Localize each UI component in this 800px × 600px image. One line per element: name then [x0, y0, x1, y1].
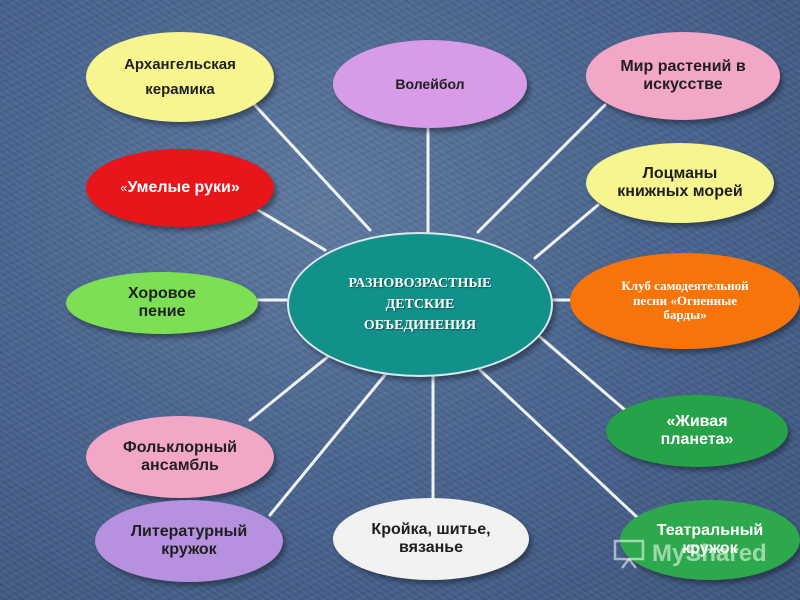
node-choir-singing: Хоровое пение [66, 272, 258, 334]
node-literary-circle: Литературный кружок [95, 500, 283, 582]
connector-skillful-hands [256, 208, 327, 252]
node-label-line2: песни «Огненные [632, 292, 738, 308]
node-label-line2: вязанье [399, 539, 463, 556]
node-label-line1: Хоровое [127, 284, 197, 302]
node-label-line2: кружок [161, 541, 217, 558]
node-label-line2: книжных морей [617, 183, 743, 200]
node-living-planet: «Живая планета» [606, 395, 788, 467]
node-label-line1: Архангельская [124, 55, 236, 73]
node-plants-in-art: Мир растений в искусстве [586, 32, 780, 120]
connector-pilots [533, 203, 600, 260]
node-label-line1: Кройка, шитье, [371, 520, 491, 538]
node-label-quote: « [120, 179, 128, 195]
watermark: MyShared [612, 536, 792, 572]
node-label-line1: «Живая [666, 412, 728, 430]
center-title-line1: РАЗНОВОЗРАСТНЫЕ [348, 276, 492, 291]
node-label-line2: кружок [682, 540, 738, 557]
node-label-line3: барды» [663, 307, 707, 323]
connector-folklore [248, 353, 332, 422]
center-title-line2: ДЕТСКИЕ [385, 297, 455, 312]
node-book-sea-pilots: Лоцманы книжных морей [586, 143, 774, 223]
node-theatre-circle: Театральный кружок [620, 500, 800, 580]
presentation-board-icon [613, 539, 645, 569]
node-label-line1: Лоцманы [642, 164, 718, 182]
node-label-line2: керамика [145, 81, 215, 98]
node-volleyball: Волейбол [333, 40, 527, 128]
node-label-line1: «Умелые руки» [120, 179, 240, 197]
node-label-line1: Литературный [130, 522, 248, 540]
node-skillful-hands: «Умелые руки» [86, 149, 274, 227]
node-arkhangelsk-ceramics: Архангельская керамика [86, 32, 274, 122]
watermark-text: MyShared [652, 540, 767, 567]
node-label-line2: ансамбль [141, 457, 219, 474]
node-label-line1: Волейбол [395, 75, 465, 92]
center-node: РАЗНОВОЗРАСТНЫЕ ДЕТСКИЕ ОБЪЕДИНЕНИЯ [287, 232, 553, 377]
node-label-line2: искусстве [643, 76, 723, 93]
connector-literary [268, 373, 387, 517]
node-label-line1: Клуб самодеятельной [621, 277, 749, 293]
center-title-line3: ОБЪЕДИНЕНИЯ [363, 318, 477, 333]
node-sewing-knitting: Кройка, шитье, вязанье [333, 498, 529, 580]
node-label-line1: Мир растений в [620, 57, 746, 75]
node-label-line1: Фольклорный [123, 438, 237, 456]
node-song-club: Клуб самодеятельной песни «Огненные бард… [570, 253, 800, 349]
node-label-text: Умелые руки» [127, 178, 240, 196]
connector-plants [476, 103, 607, 234]
connector-living-planet [538, 335, 627, 412]
node-label-line2: пение [138, 303, 186, 320]
connector-arkhangelsk [248, 98, 372, 232]
node-label-line2: планета» [660, 431, 734, 448]
connector-theatre [478, 368, 642, 522]
node-folklore-ensemble: Фольклорный ансамбль [86, 416, 274, 498]
node-label-line1: Театральный [656, 521, 764, 539]
